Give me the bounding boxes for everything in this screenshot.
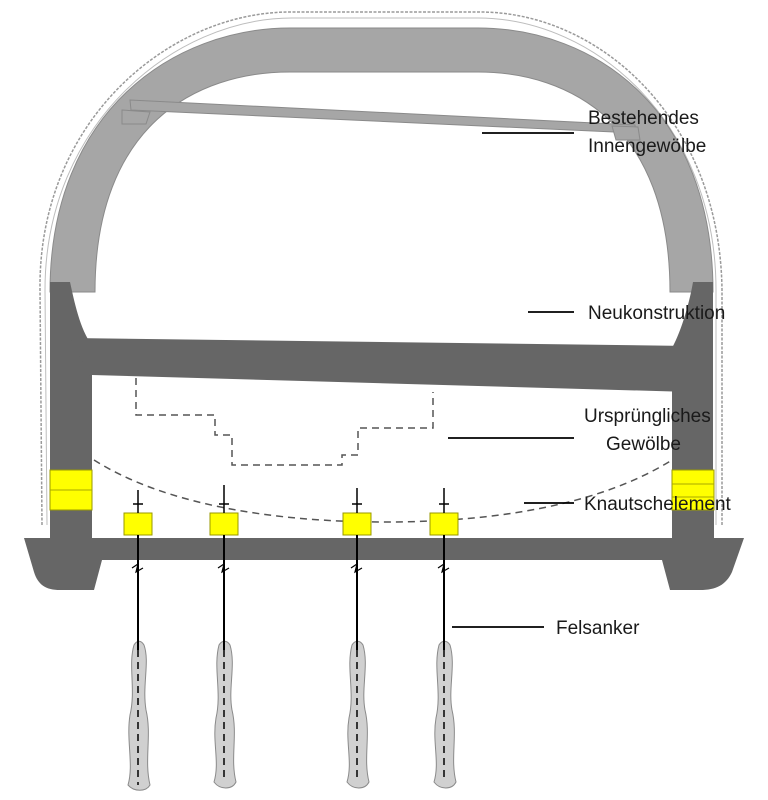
foundation-block-left — [50, 510, 92, 538]
crumple-element-slab-1 — [123, 512, 153, 536]
label-original-vault-line1: Ursprüngliches — [584, 406, 711, 427]
crumple-element-slab-2 — [209, 512, 239, 536]
anchor-head-2 — [219, 485, 229, 513]
foundation-block-right — [672, 510, 714, 538]
strut-bracket-right — [611, 125, 641, 141]
existing-vault-strut — [129, 99, 637, 134]
rock-anchor-rod-2 — [217, 535, 230, 782]
new-construction-crossbeam — [70, 338, 690, 392]
original-vault-inner-outline — [135, 378, 434, 466]
crumple-element-left — [49, 469, 93, 511]
anchor-head-1 — [133, 490, 143, 513]
rock-anchor-rod-3 — [350, 535, 363, 782]
original-vault-outline — [93, 459, 673, 523]
crumple-element-slab-3 — [342, 512, 372, 536]
rock-anchor-rod-4 — [437, 535, 450, 782]
label-rock-anchor: Felsanker — [556, 618, 640, 639]
label-existing-inner-vault-line2: Innengewölbe — [588, 136, 706, 157]
rock-anchor-rod-1 — [131, 535, 144, 785]
label-crumple-element: Knautschelement — [584, 494, 732, 515]
anchor-grout-1 — [127, 640, 151, 791]
anchor-grout-3 — [346, 640, 370, 789]
crumple-element-slab-4 — [429, 512, 459, 536]
crumple-element-right — [671, 469, 715, 511]
existing-inner-vault — [49, 27, 714, 293]
rock-excavation-outline — [39, 11, 723, 526]
anchor-head-4 — [439, 488, 449, 513]
new-construction-right-wall — [672, 282, 713, 470]
label-new-construction: Neukonstruktion — [588, 303, 725, 324]
anchor-head-3 — [352, 488, 362, 513]
anchor-grout-4 — [433, 640, 457, 789]
new-construction-left-wall — [50, 282, 92, 470]
label-existing-inner-vault-line1: Bestehendes — [588, 108, 699, 129]
label-original-vault-line2: Gewölbe — [606, 434, 681, 455]
strut-bracket-left — [121, 109, 151, 125]
anchor-grout-2 — [213, 640, 237, 789]
rock-excavation-inner-outline — [44, 17, 717, 526]
invert-slab — [24, 538, 744, 590]
